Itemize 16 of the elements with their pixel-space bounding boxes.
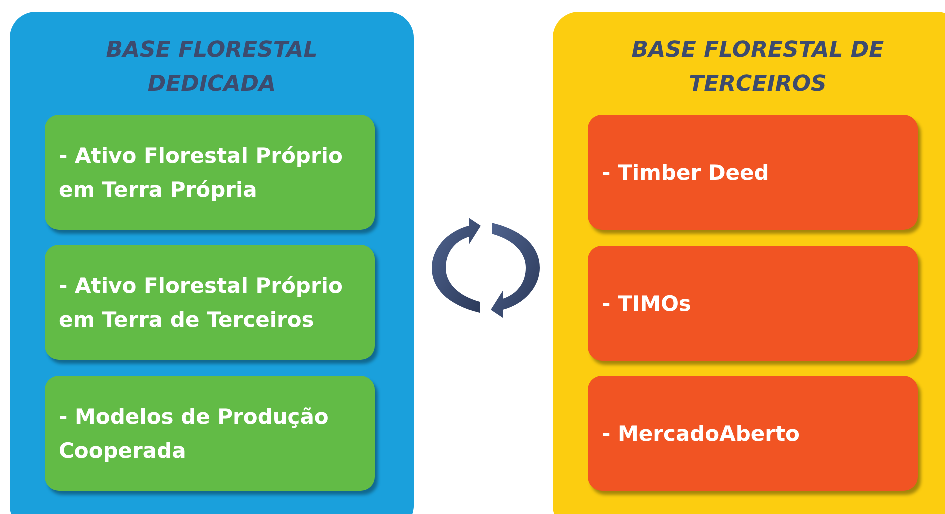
item-text: - Ativo Florestal Próprio em Terra Própria (58, 142, 344, 204)
item-card (588, 246, 918, 361)
item-text: - Timber Deed (601, 160, 770, 186)
panel-title: BASE FLORESTAL DE TERCEIROS (630, 37, 886, 99)
item-card (45, 115, 375, 230)
item-card (45, 245, 375, 360)
item-card (45, 376, 375, 491)
category-panel (10, 12, 414, 514)
item-text: - MercadoAberto (601, 420, 801, 448)
item-text: - Ativo Florestal Próprio em Terra de Terceiros (58, 272, 344, 334)
item-card (588, 376, 918, 491)
item-text: - TIMOs (601, 290, 692, 318)
panel-title: BASE FLORESTAL DEDICADA (105, 37, 319, 99)
item-text: - Modelos de Produção Cooperada (58, 404, 330, 464)
item-card (588, 115, 918, 230)
category-panel (553, 12, 945, 514)
